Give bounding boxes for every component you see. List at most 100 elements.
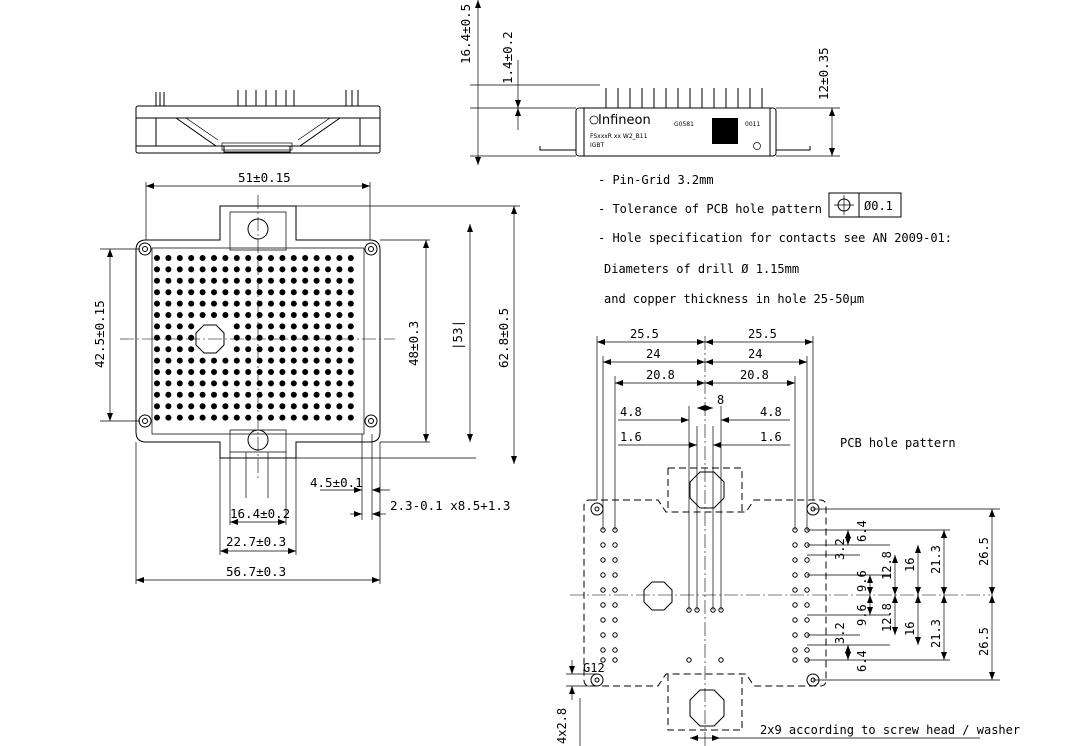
svg-text:56.7±0.3: 56.7±0.3 bbox=[226, 564, 286, 579]
pin-hole bbox=[336, 323, 343, 330]
pin-hole bbox=[154, 403, 160, 410]
pin-hole bbox=[313, 289, 320, 296]
pcb-hole bbox=[600, 632, 606, 638]
pin-hole bbox=[302, 323, 309, 330]
pin-hole bbox=[268, 266, 274, 273]
pin-hole bbox=[279, 391, 286, 398]
svg-text:3.2: 3.2 bbox=[833, 622, 847, 644]
pcb-hole bbox=[718, 657, 724, 663]
note-drill: Diameters of drill Ø 1.15mm bbox=[604, 262, 799, 276]
pin-hole bbox=[313, 369, 320, 375]
pin-hole bbox=[165, 266, 172, 273]
pin-hole bbox=[279, 323, 286, 330]
pin-hole bbox=[211, 357, 217, 364]
pin-hole bbox=[199, 357, 206, 364]
svg-text:4.8: 4.8 bbox=[760, 405, 782, 419]
pin-hole bbox=[245, 266, 252, 273]
pin-hole bbox=[233, 369, 240, 375]
pcb-hole bbox=[600, 657, 606, 663]
pin-hole bbox=[188, 357, 195, 364]
pin-hole bbox=[302, 255, 309, 261]
pin-hole bbox=[245, 403, 252, 410]
pin-hole bbox=[290, 369, 297, 375]
pin-hole bbox=[165, 369, 172, 375]
pin-hole bbox=[245, 391, 252, 398]
pin-hole bbox=[336, 255, 343, 261]
svg-text:|53|: |53| bbox=[450, 320, 465, 350]
pin-hole bbox=[176, 277, 183, 284]
pin-hole bbox=[154, 414, 160, 421]
pin-hole bbox=[313, 277, 320, 284]
pin-hole bbox=[165, 334, 172, 341]
pcb-hole bbox=[804, 647, 810, 653]
pin-hole bbox=[188, 277, 195, 284]
pin-hole bbox=[256, 323, 263, 330]
pin-hole bbox=[325, 369, 331, 375]
side-pins-right bbox=[605, 88, 763, 108]
pin-hole bbox=[245, 369, 252, 375]
pin-hole bbox=[347, 277, 354, 284]
pin-hole bbox=[165, 312, 172, 318]
svg-text:12±0.35: 12±0.35 bbox=[816, 47, 831, 100]
pin-hole bbox=[256, 380, 263, 387]
pin-hole bbox=[347, 369, 354, 375]
pin-hole bbox=[290, 414, 297, 421]
pin-hole bbox=[165, 346, 172, 353]
note-pin-grid: - Pin-Grid 3.2mm bbox=[598, 173, 714, 187]
pin-hole bbox=[336, 277, 343, 284]
pin-hole bbox=[325, 380, 331, 387]
pcb-hole bbox=[792, 657, 798, 663]
pin-hole bbox=[222, 414, 229, 421]
pin-hole bbox=[245, 380, 252, 387]
svg-text:1.6: 1.6 bbox=[620, 430, 642, 444]
pin-hole bbox=[347, 334, 354, 341]
pin-hole bbox=[347, 357, 354, 364]
svg-text:22.7±0.3: 22.7±0.3 bbox=[226, 534, 286, 549]
pcb-hole bbox=[792, 557, 798, 563]
pin-hole bbox=[336, 414, 343, 421]
pin-hole bbox=[302, 357, 309, 364]
pin-hole bbox=[325, 323, 331, 330]
pin-hole bbox=[233, 266, 240, 273]
svg-text:G12: G12 bbox=[583, 661, 605, 675]
svg-text:21.3: 21.3 bbox=[929, 545, 943, 574]
pin-hole bbox=[188, 346, 195, 353]
pcb-hole bbox=[612, 557, 618, 563]
note-tolerance: - Tolerance of PCB hole pattern bbox=[598, 202, 822, 216]
pin-hole bbox=[268, 380, 274, 387]
pin-hole bbox=[154, 357, 160, 364]
svg-text:20.8: 20.8 bbox=[646, 368, 675, 382]
pin-hole bbox=[199, 312, 206, 318]
pin-hole bbox=[233, 323, 240, 330]
pin-hole bbox=[268, 391, 274, 398]
pin-hole bbox=[188, 403, 195, 410]
svg-text:4.5±0.1: 4.5±0.1 bbox=[310, 475, 363, 490]
svg-text:16: 16 bbox=[903, 558, 917, 572]
pin-hole bbox=[245, 323, 252, 330]
pin-hole bbox=[176, 414, 183, 421]
pin-hole bbox=[290, 300, 297, 307]
pin-hole bbox=[199, 369, 206, 375]
datamatrix-icon bbox=[712, 118, 738, 144]
pin-hole bbox=[245, 334, 252, 341]
pin-hole bbox=[256, 403, 263, 410]
svg-text:3.2: 3.2 bbox=[833, 538, 847, 560]
pin-hole bbox=[222, 391, 229, 398]
pin-hole bbox=[325, 414, 331, 421]
pin-hole bbox=[233, 255, 240, 261]
pin-hole bbox=[347, 380, 354, 387]
pin-hole bbox=[176, 357, 183, 364]
side-pins-left bbox=[155, 90, 359, 106]
svg-text:1.4±0.2: 1.4±0.2 bbox=[500, 31, 515, 84]
pin-hole bbox=[176, 380, 183, 387]
pcb-hole bbox=[612, 632, 618, 638]
pin-hole bbox=[154, 266, 160, 273]
pin-hole bbox=[279, 266, 286, 273]
pin-hole bbox=[211, 403, 217, 410]
pcb-hole bbox=[792, 602, 798, 608]
pin-hole bbox=[302, 312, 309, 318]
pin-hole bbox=[256, 334, 263, 341]
pin-hole bbox=[233, 277, 240, 284]
pin-hole bbox=[290, 380, 297, 387]
pin-hole bbox=[165, 380, 172, 387]
